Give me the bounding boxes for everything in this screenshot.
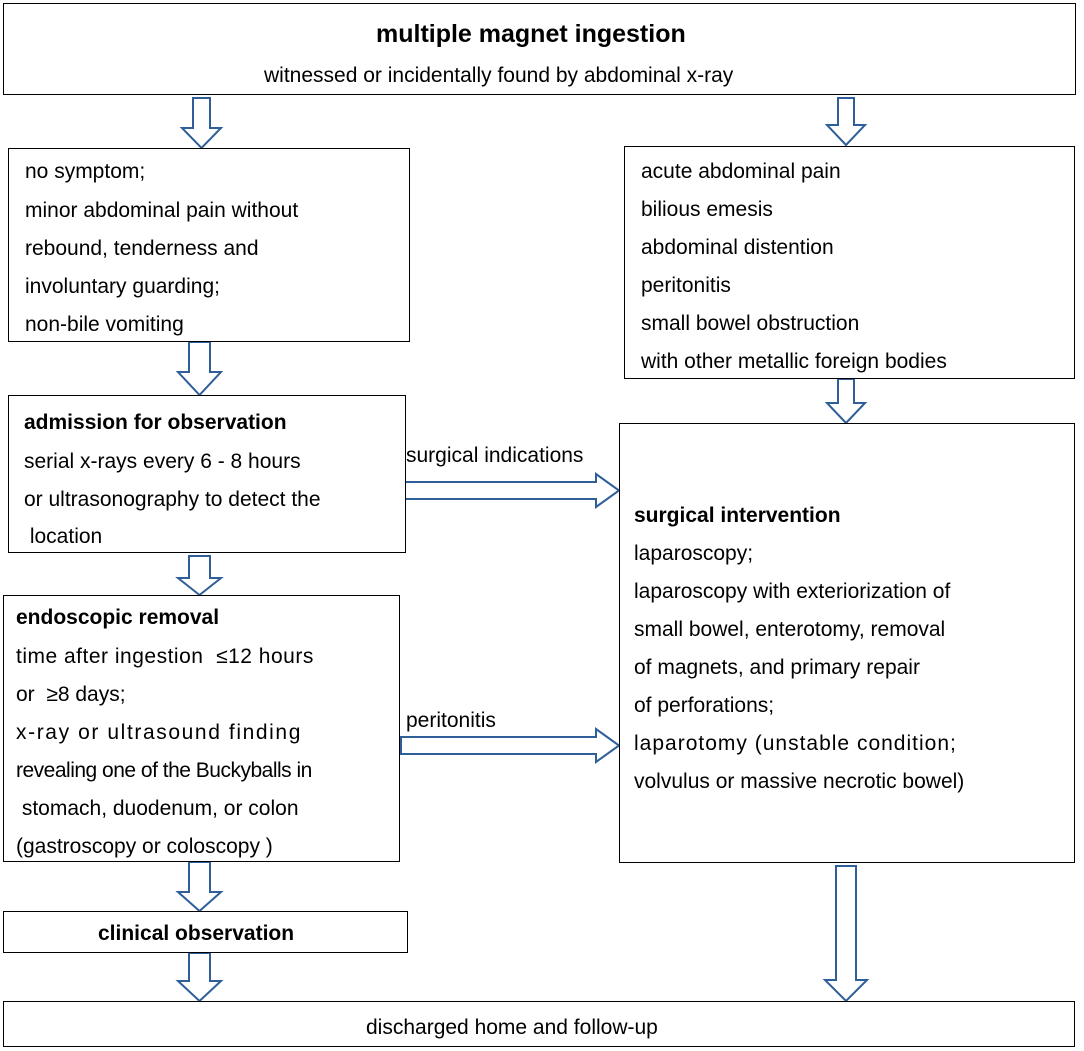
endoscopic-line: revealing one of the Buckyballs in [16,759,312,782]
arrow-admission-to-endoscopic [175,555,224,597]
endoscopic-line: stomach, duodenum, or colon [16,797,299,820]
endoscopic-line: time after ingestion ≤12 hours [16,645,314,668]
surgical-line: volvulus or massive necrotic bowel) [634,770,965,793]
mild-line: no symptom; [25,160,146,183]
arrow-start-to-mild [179,97,224,150]
admission-box: admission for observation serial x-rays … [8,395,406,553]
endoscopic-line: (gastroscopy or coloscopy ) [16,835,273,858]
severe-line: peritonitis [641,274,731,297]
severe-line: abdominal distention [641,236,834,259]
arrow-mild-to-admission [175,341,224,397]
start-title: multiple magnet ingestion [376,20,686,48]
endoscopic-title: endoscopic removal [16,606,220,629]
severe-line: acute abdominal pain [641,160,841,183]
admission-title: admission for observation [24,411,287,434]
severe-line: with other metallic foreign bodies [641,350,947,373]
severe-symptoms-box: acute abdominal pain bilious emesis abdo… [624,146,1075,379]
severe-line: bilious emesis [641,198,773,221]
endoscopic-removal-box: endoscopic removal time after ingestion … [3,595,400,862]
discharge-title: discharged home and follow-up [366,1016,658,1039]
surgical-line: laparoscopy; [634,542,754,565]
surgical-line: of magnets, and primary repair [634,656,920,679]
start-box: multiple magnet ingestion witnessed or i… [3,3,1076,95]
mild-line: non-bile vomiting [25,313,184,336]
edge-label-surgical-indications: surgical indications [406,444,584,467]
admission-line: serial x-rays every 6 - 8 hours [24,450,301,473]
admission-line: location [24,525,103,548]
arrow-clinical-to-discharge [175,952,224,1003]
admission-line: or ultrasonography to detect the [24,488,321,511]
surgical-intervention-box: surgical intervention laparoscopy; lapar… [619,423,1075,863]
arrow-surgical-to-discharge [822,865,870,1003]
mild-line: involuntary guarding; [25,275,220,298]
clinical-observation-box: clinical observation [3,911,408,953]
arrow-endoscopic-to-clinical [175,861,224,913]
clinical-title: clinical observation [98,922,295,945]
surgical-line: laparoscopy with exteriorization of [634,580,951,603]
arrow-endoscopic-to-surgical [400,727,621,764]
surgical-line: small bowel, enterotomy, removal [634,618,946,641]
endoscopic-line: or ≥8 days; [16,683,126,706]
endoscopic-line: x-ray or ultrasound finding [16,721,302,744]
severe-line: small bowel obstruction [641,312,860,335]
surgical-line: laparotomy (unstable condition; [634,732,957,755]
arrow-start-to-severe [824,97,868,147]
discharge-box: discharged home and follow-up [3,1001,1075,1047]
surgical-line: of perforations; [634,694,775,717]
arrow-severe-to-surgical [824,378,868,425]
mild-symptoms-box: no symptom; minor abdominal pain without… [8,148,410,342]
surgical-title: surgical intervention [634,504,841,527]
edge-label-peritonitis: peritonitis [406,709,496,732]
start-subtitle: witnessed or incidentally found by abdom… [264,64,734,87]
mild-line: minor abdominal pain without [25,199,299,222]
mild-line: rebound, tenderness and [25,237,259,260]
arrow-admission-to-surgical [400,472,621,509]
